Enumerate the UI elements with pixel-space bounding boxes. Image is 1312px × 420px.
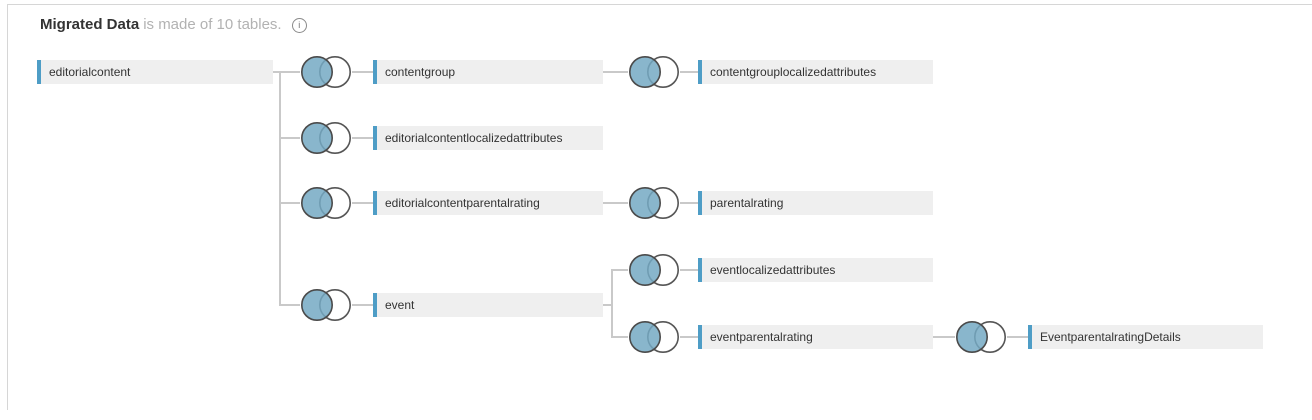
table-node-editorialcontentparentalrating[interactable]: editorialcontentparentalrating <box>373 191 603 215</box>
table-node-event[interactable]: event <box>373 293 603 317</box>
join-icon-eventlocalizedattributes[interactable] <box>628 252 680 288</box>
table-node-label: contentgroup <box>385 65 456 79</box>
join-icon-contentgrouplocalizedattributes[interactable] <box>628 54 680 90</box>
join-left-circle <box>301 56 333 88</box>
join-left-circle <box>629 321 661 353</box>
info-icon-glyph: i <box>298 20 301 30</box>
connector-line <box>611 336 628 338</box>
table-node-label: contentgrouplocalizedattributes <box>710 65 877 79</box>
join-icon-editorialcontentparentalrating[interactable] <box>300 185 352 221</box>
connector-line <box>352 71 373 73</box>
join-icon-eventparentalratingdetails[interactable] <box>955 319 1007 355</box>
table-node-eventparentalratingdetails[interactable]: EventparentalratingDetails <box>1028 325 1263 349</box>
table-node-editorialcontent[interactable]: editorialcontent <box>37 60 273 84</box>
connector-line <box>925 336 955 338</box>
connector-line <box>352 304 373 306</box>
join-icon-event[interactable] <box>300 287 352 323</box>
connector-line <box>1007 336 1028 338</box>
connector-line <box>611 269 613 338</box>
join-left-circle <box>301 122 333 154</box>
join-left-circle <box>629 254 661 286</box>
connector-line <box>279 71 300 73</box>
table-node-label: EventparentalratingDetails <box>1040 330 1181 344</box>
join-left-circle <box>956 321 988 353</box>
table-node-editorialcontentlocalizedattributes[interactable]: editorialcontentlocalizedattributes <box>373 126 603 150</box>
join-icon-contentgroup[interactable] <box>300 54 352 90</box>
table-node-label: editorialcontentparentalrating <box>385 196 540 210</box>
join-icon-parentalrating[interactable] <box>628 185 680 221</box>
table-node-label: editorialcontent <box>49 65 131 79</box>
table-node-parentalrating[interactable]: parentalrating <box>698 191 933 215</box>
datasource-name: Migrated Data <box>40 16 140 33</box>
connector-line <box>680 71 698 73</box>
connector-line <box>265 71 281 73</box>
connector-line <box>595 304 613 306</box>
table-node-label: parentalrating <box>710 196 784 210</box>
join-left-circle <box>629 187 661 219</box>
info-icon[interactable]: i <box>291 17 307 33</box>
table-node-eventlocalizedattributes[interactable]: eventlocalizedattributes <box>698 258 933 282</box>
table-node-label: event <box>385 298 415 312</box>
connector-line <box>680 202 698 204</box>
connector-line <box>279 137 300 139</box>
table-node-contentgrouplocalizedattributes[interactable]: contentgrouplocalizedattributes <box>698 60 933 84</box>
join-left-circle <box>301 289 333 321</box>
table-node-eventparentalrating[interactable]: eventparentalrating <box>698 325 933 349</box>
connector-line <box>279 71 281 306</box>
join-icon-eventparentalrating[interactable] <box>628 319 680 355</box>
connector-line <box>680 336 698 338</box>
connector-line <box>595 202 628 204</box>
table-node-label: editorialcontentlocalizedattributes <box>385 131 563 145</box>
join-left-circle <box>629 56 661 88</box>
table-node-label: eventlocalizedattributes <box>710 263 836 277</box>
connector-line <box>352 202 373 204</box>
connector-line <box>595 71 628 73</box>
table-node-label: eventparentalrating <box>710 330 813 344</box>
join-left-circle <box>301 187 333 219</box>
connector-line <box>680 269 698 271</box>
connector-line <box>279 304 300 306</box>
table-node-contentgroup[interactable]: contentgroup <box>373 60 603 84</box>
join-icon-editorialcontentlocalizedattributes[interactable] <box>300 120 352 156</box>
table-count-text: is made of 10 tables. <box>143 16 282 33</box>
connector-line <box>611 269 628 271</box>
connector-line <box>352 137 373 139</box>
connector-line <box>279 202 300 204</box>
